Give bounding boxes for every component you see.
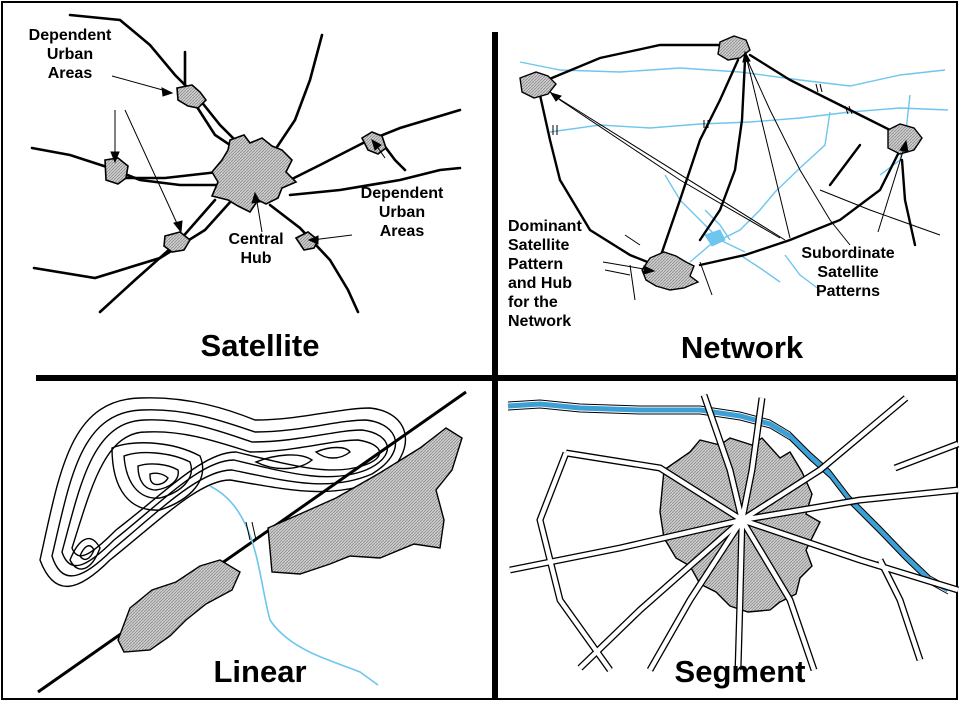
network-lake — [704, 229, 726, 247]
segment-river — [507, 401, 950, 593]
network-crossings — [552, 83, 853, 135]
satellite-title: Satellite — [200, 328, 320, 363]
satellite-urban-areas — [104, 84, 387, 253]
network-dominant-label: Dominant Satellite Pattern and Hub for t… — [508, 218, 582, 330]
linear-crossing — [245, 521, 257, 541]
satellite-dependent-label-right: Dependent Urban Areas — [360, 185, 444, 240]
network-title: Network — [680, 330, 804, 365]
network-dominant-hub — [641, 251, 700, 291]
segment-roads — [509, 394, 959, 672]
segment-title: Segment — [674, 654, 806, 689]
vertical-divider — [492, 32, 498, 700]
satellite-central-hub — [210, 134, 298, 214]
network-diagram — [519, 35, 949, 301]
satellite-diagram — [30, 13, 462, 314]
linear-title: Linear — [213, 654, 307, 689]
linear-diagram — [37, 390, 467, 694]
satellite-dependent-label-left: Dependent Urban Areas — [28, 27, 112, 82]
network-subordinate-label: Subordinate Satellite Patterns — [801, 245, 895, 300]
network-roads — [533, 43, 917, 267]
satellite-hub-label: Central Hub — [228, 231, 284, 267]
satellite-arrows — [110, 75, 386, 245]
linear-contours — [39, 397, 407, 588]
linear-river — [209, 485, 379, 686]
segment-diagram — [507, 393, 960, 673]
network-urban-areas — [519, 35, 923, 291]
network-arrows — [549, 50, 909, 275]
linear-urban-areas — [117, 427, 463, 653]
horizontal-divider — [36, 375, 957, 381]
